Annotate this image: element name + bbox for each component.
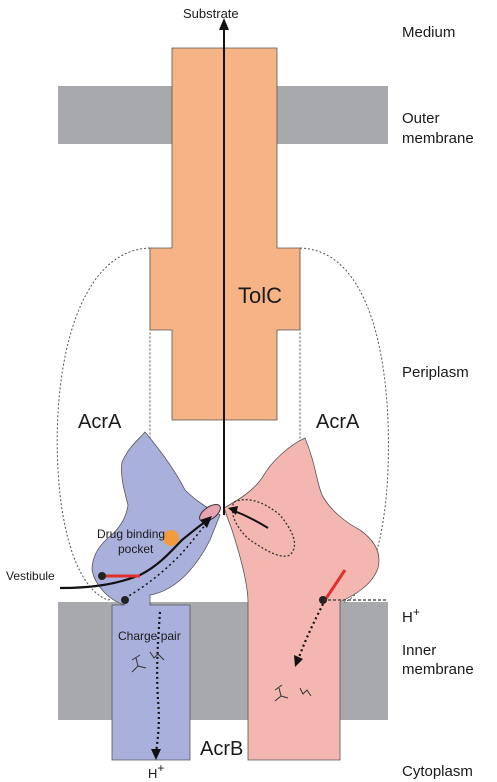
label-tolc: TolC — [238, 283, 282, 308]
label-acra-right: AcrA — [316, 411, 360, 433]
label-h-bottom: H+ — [148, 761, 164, 781]
label-substrate: Substrate — [183, 6, 239, 21]
charge-dot-left-2 — [121, 596, 129, 604]
label-inner-2: membrane — [402, 661, 474, 678]
label-outer-1: Outer — [402, 110, 440, 127]
label-h-right: H+ — [402, 605, 420, 626]
label-outer-2: membrane — [402, 130, 474, 147]
label-drug-binding-2: pocket — [118, 542, 154, 556]
label-periplasm: Periplasm — [402, 364, 469, 381]
label-acrb: AcrB — [200, 738, 243, 760]
label-drug-binding-1: Drug binding — [97, 527, 165, 541]
drug-molecule — [163, 530, 179, 546]
label-medium: Medium — [402, 24, 455, 41]
label-inner-1: Inner — [402, 642, 436, 659]
label-cytoplasm: Cytoplasm — [402, 763, 473, 780]
label-vestibule: Vestibule — [6, 569, 55, 583]
label-acra-left: AcrA — [78, 411, 122, 433]
label-charge-pair: Charge pair — [118, 629, 181, 643]
charge-dot-left-1 — [98, 572, 106, 580]
